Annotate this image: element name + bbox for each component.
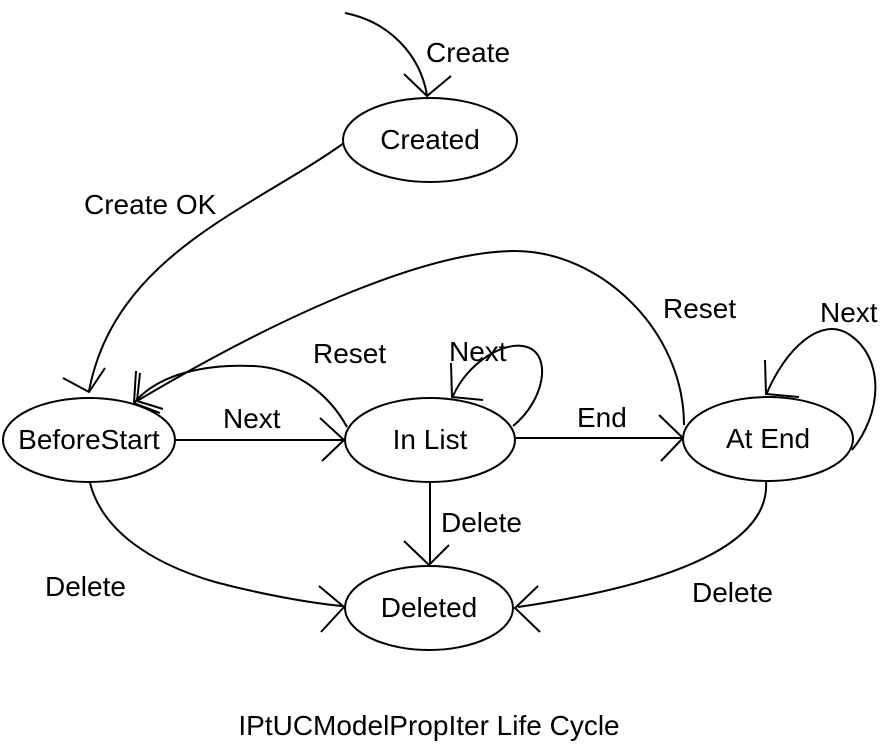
- transition-delete-from-before-start-label: Delete: [45, 571, 126, 602]
- transition-next-self-at-end: [764, 328, 877, 451]
- transition-create-ok: [62, 142, 345, 394]
- transition-delete-from-before-start: [89, 482, 346, 633]
- transition-next-self-at-end-arrowhead: [764, 359, 800, 398]
- transition-next-to-in-list-label: Next: [223, 403, 281, 434]
- transition-delete-from-at-end-label: Delete: [692, 577, 773, 608]
- transition-delete-from-at-end-path: [517, 480, 768, 608]
- state-before-start-label: BeforeStart: [18, 424, 160, 455]
- transition-next-self-at-end-label: Next: [820, 297, 878, 328]
- transition-reset-from-at-end-path: [136, 249, 685, 426]
- transition-reset-from-in-list: [132, 364, 348, 428]
- transition-delete-from-at-end: [513, 480, 768, 633]
- transition-delete-from-before-start-path: [89, 482, 343, 607]
- state-deleted-ellipse: [344, 565, 514, 651]
- state-at-end-label: At End: [726, 423, 810, 454]
- transition-next-self-in-list-label: Next: [449, 336, 507, 367]
- transition-delete-from-at-end-arrowhead: [513, 585, 541, 633]
- state-created-ellipse: [342, 97, 518, 183]
- state-in-list-label: In List: [393, 424, 468, 455]
- transition-create-ok-arrowhead: [62, 367, 106, 394]
- transition-create-label: Create: [426, 37, 510, 68]
- transition-reset-from-at-end-label: Reset: [663, 293, 736, 324]
- state-deleted-label: Deleted: [381, 592, 478, 623]
- transition-reset-from-at-end-arrowhead: [135, 372, 164, 410]
- transition-reset-from-in-list-path: [133, 364, 348, 428]
- transition-reset-from-in-list-label: Reset: [313, 338, 386, 369]
- transition-delete-from-in-list-label: Delete: [441, 507, 522, 538]
- transition-next-self-at-end-path: [766, 328, 877, 451]
- transition-create-ok-label: Create OK: [84, 189, 217, 220]
- transition-create: [344, 12, 452, 98]
- transition-end-label: End: [577, 402, 627, 433]
- state-in-list-ellipse: [344, 397, 516, 483]
- state-created-label: Created: [380, 124, 480, 155]
- transition-reset-from-in-list-arrowhead: [132, 370, 161, 414]
- transition-next-self-in-list-path: [452, 344, 543, 427]
- transition-delete-from-before-start-arrowhead: [318, 585, 346, 633]
- transition-next-self-in-list-arrowhead: [450, 362, 484, 401]
- transition-next-self-in-list: [450, 344, 543, 427]
- state-before-start-ellipse: [2, 397, 176, 483]
- state-at-end-ellipse: [682, 396, 854, 482]
- transition-create-path: [344, 12, 428, 96]
- transition-reset-from-at-end: [135, 249, 685, 426]
- transition-create-arrowhead: [403, 73, 452, 98]
- transition-create-ok-path: [88, 142, 345, 392]
- diagram-title: IPtUCModelPropIter Life Cycle: [238, 710, 619, 741]
